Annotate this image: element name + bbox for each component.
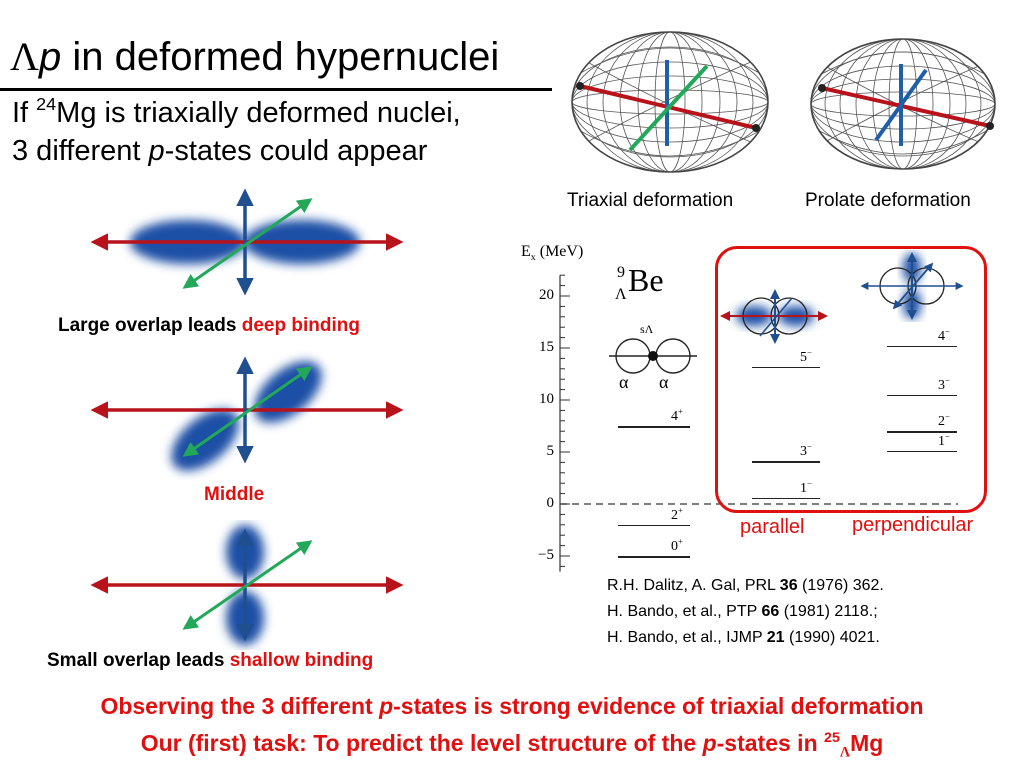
triaxial-ellipsoid (571, 31, 769, 173)
parallel-label: parallel (740, 516, 805, 538)
perpendicular-band-level-line (887, 450, 957, 453)
slide-title: Λp in deformed hypernuclei (10, 34, 499, 80)
perpendicular-band-level-label: 3− (938, 374, 950, 393)
perpendicular-orbital-icon (860, 252, 964, 320)
small-overlap-diagram (90, 525, 404, 645)
prolate-ellipsoid (810, 38, 996, 170)
perpendicular-band-level-line (887, 431, 957, 433)
ground-band-level-line (618, 556, 690, 558)
mass-number: 24 (36, 94, 57, 115)
perpendicular-band-level-line (887, 345, 957, 348)
slide-subtitle: If 24Mg is triaxially deformed nuclei, 3… (12, 94, 461, 167)
ground-band-level-label: 4+ (671, 405, 683, 424)
alpha-label-left: α (619, 372, 629, 392)
parallel-orbital-icon (720, 289, 828, 344)
conclusion-line-1: Observing the 3 different p-states is st… (100, 693, 924, 719)
title-lambda: Λ (10, 34, 40, 79)
large-overlap-label: Large overlap leads deep binding (58, 315, 360, 336)
large-overlap-diagram (90, 188, 404, 296)
parallel-band-level-line (752, 497, 820, 500)
perpendicular-band-level-label: 1− (938, 430, 950, 449)
title-underline (0, 88, 552, 91)
parallel-band-level-label: 3− (800, 441, 812, 460)
y-tick-label: −5 (538, 547, 554, 563)
y-tick-label: 15 (539, 339, 554, 355)
ground-band-level-line (618, 524, 690, 527)
parallel-band-level-line (752, 366, 820, 369)
small-overlap-label: Small overlap leads shallow binding (47, 650, 374, 671)
s-lambda-label: sΛ (640, 322, 654, 336)
reference-1: R.H. Dalitz, A. Gal, PRL 36 (1976) 362. (607, 577, 884, 594)
title-p: p (39, 35, 62, 79)
alpha-label-right: α (659, 372, 669, 392)
parallel-band-level-line (752, 461, 820, 463)
parallel-band-level-label: 1− (800, 477, 812, 496)
p-states-highlight-box (715, 246, 987, 513)
ground-band-level-label: 2+ (671, 504, 683, 523)
conclusion-line-2: Our (first) task: To predict the level s… (140, 729, 884, 761)
ground-band-level-line (618, 426, 690, 428)
energy-axis-label: Ex (MeV) (521, 243, 584, 264)
perpendicular-band-level-line (887, 394, 957, 397)
y-tick-label: 0 (546, 495, 555, 511)
triaxial-caption: Triaxial deformation (567, 190, 734, 211)
perpendicular-label: perpendicular (852, 514, 974, 536)
perpendicular-band-level-label: 2− (938, 411, 950, 430)
alpha-alpha-lambda-icon (609, 338, 697, 374)
reference-3: H. Bando, et al., IJMP 21 (1990) 4021. (607, 629, 880, 646)
y-tick-label: 20 (539, 287, 554, 303)
title-rest: in deformed hypernuclei (61, 35, 500, 79)
level-scheme-axes (559, 274, 958, 572)
references: R.H. Dalitz, A. Gal, PRL 36 (1976) 362. … (607, 573, 884, 651)
perpendicular-band-level-label: 4− (938, 325, 950, 344)
ground-band-level-label: 0+ (671, 535, 683, 554)
reference-2: H. Bando, et al., PTP 66 (1981) 2118.; (607, 603, 878, 620)
y-tick-label: 5 (546, 443, 555, 459)
y-tick-label: 10 (539, 391, 554, 407)
parallel-band-level-label: 5− (800, 346, 812, 365)
middle-label: Middle (204, 484, 265, 505)
prolate-caption: Prolate deformation (805, 190, 971, 211)
middle-overlap-diagram (90, 356, 404, 471)
